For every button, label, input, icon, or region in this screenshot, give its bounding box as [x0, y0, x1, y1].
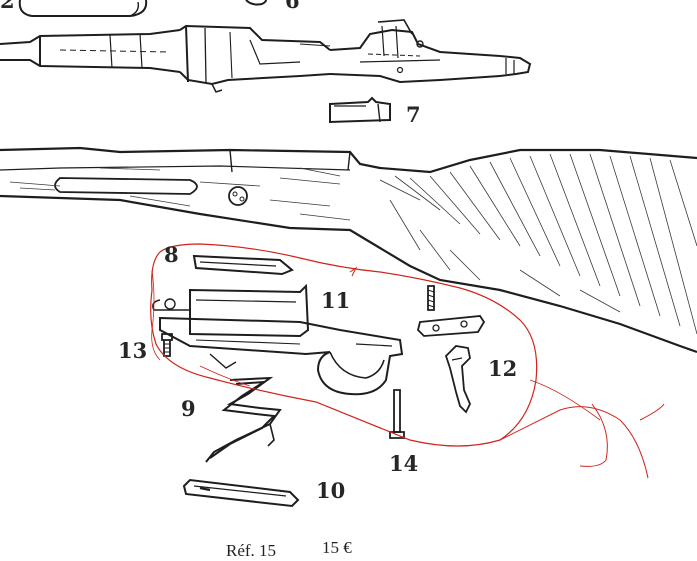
label-part-6: 6 — [285, 0, 300, 13]
barreled-action-drawing — [0, 19, 532, 93]
part-9-drawing — [205, 376, 282, 463]
red-annotation-loop — [150, 243, 665, 479]
label-part-11: 11 — [321, 288, 351, 313]
label-part-2: 2 — [0, 0, 15, 13]
label-part-9: 9 — [181, 396, 196, 421]
label-part-7: 7 — [406, 102, 421, 127]
part-14-drawing — [389, 389, 405, 439]
reference-caption: Réf. 15 — [226, 541, 277, 560]
part-7-drawing — [329, 96, 391, 124]
label-part-14: 14 — [389, 451, 419, 476]
part-11-drawing — [152, 283, 404, 396]
part-8-drawing — [192, 254, 294, 276]
label-part-12: 12 — [488, 356, 518, 381]
stock-drawing — [0, 146, 697, 354]
part-10-drawing — [182, 478, 300, 508]
part-2-drawing — [18, 0, 148, 17]
part-12-drawing — [417, 285, 486, 414]
label-part-10: 10 — [316, 478, 346, 503]
price-caption: 15 € — [322, 538, 352, 557]
part-13-drawing — [161, 333, 173, 357]
label-part-13: 13 — [118, 338, 148, 363]
label-part-8: 8 — [164, 242, 179, 267]
part-6-drawing — [245, 0, 267, 6]
